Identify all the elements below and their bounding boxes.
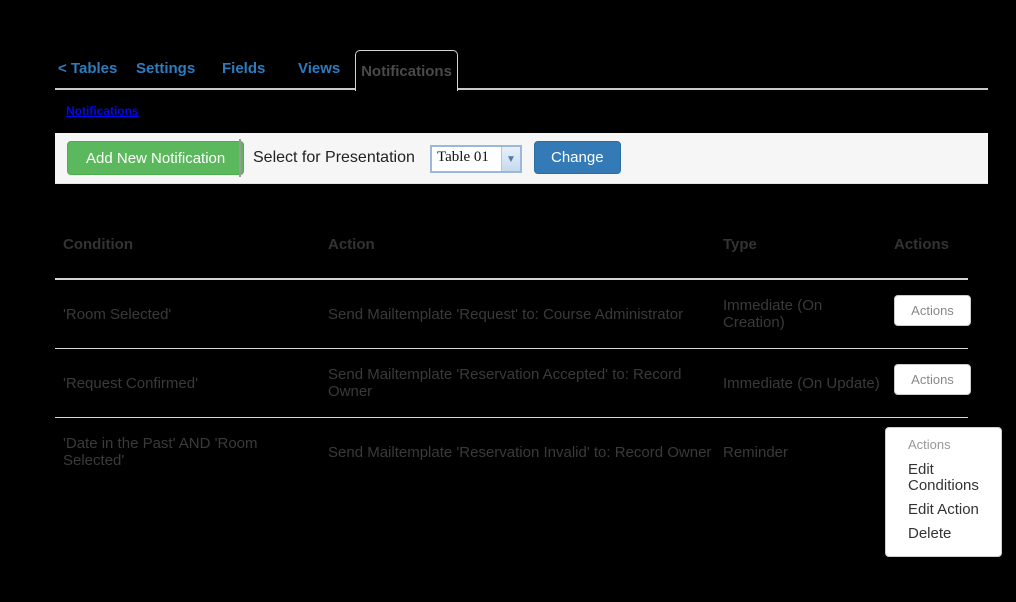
menu-item-edit-conditions[interactable]: Edit Conditions — [908, 461, 979, 494]
actions-dropdown-menu: Actions Edit Conditions Edit Action Dele… — [885, 427, 1002, 557]
column-header-action: Action — [320, 210, 715, 280]
cell-action: Send Mailtemplate 'Reservation Invalid' … — [328, 443, 712, 461]
table-row: 'Room Selected' Send Mailtemplate 'Reque… — [55, 279, 971, 349]
menu-item-edit-action[interactable]: Edit Action — [908, 501, 979, 518]
cell-type: Reminder — [723, 443, 789, 461]
cell-type: Immediate (On Creation) — [715, 279, 886, 349]
cell-condition: 'Request Confirmed' — [55, 348, 320, 418]
toolbar-divider — [239, 139, 241, 177]
breadcrumb-notifications-link[interactable]: Notifications — [66, 104, 139, 118]
change-button[interactable]: Change — [534, 141, 621, 174]
toolbar: Add New Notification Select for Presenta… — [55, 133, 988, 184]
tab-fields[interactable]: Fields — [222, 60, 266, 77]
add-new-notification-button[interactable]: Add New Notification — [67, 141, 245, 175]
table-row: 'Request Confirmed' Send Mailtemplate 'R… — [55, 348, 971, 418]
tab-back-to-tables[interactable]: < Tables — [58, 60, 118, 77]
cell-condition: 'Date in the Past' AND 'Room Selected' — [63, 435, 258, 469]
cell-action: Send Mailtemplate 'Reservation Accepted'… — [320, 348, 715, 418]
select-for-presentation-label: Select for Presentation — [253, 149, 415, 166]
tab-views[interactable]: Views — [298, 60, 341, 77]
cell-action: Send Mailtemplate 'Request' to: Course A… — [320, 279, 715, 349]
tab-notifications-active[interactable]: Notifications — [355, 50, 458, 91]
cell-condition: 'Room Selected' — [55, 279, 320, 349]
column-header-condition: Condition — [55, 210, 320, 280]
notifications-table: Condition Action Type Actions 'Room Sele… — [55, 210, 971, 487]
table-select[interactable]: Table 01 ▼ — [430, 145, 522, 173]
row-actions-button[interactable]: Actions — [894, 364, 971, 395]
tabbar-bottom-border — [55, 88, 988, 90]
table-header-row: Condition Action Type Actions — [55, 210, 968, 280]
column-header-actions: Actions — [886, 210, 968, 280]
tab-settings[interactable]: Settings — [136, 60, 196, 77]
cell-type: Immediate (On Update) — [715, 348, 886, 418]
table-row: 'Date in the Past' AND 'Room Selected' S… — [55, 418, 968, 487]
menu-item-delete[interactable]: Delete — [908, 525, 952, 542]
actions-dropdown-toggle[interactable]: Actions — [908, 437, 951, 452]
table-select-value: Table 01 — [437, 149, 489, 165]
column-header-type: Type — [715, 210, 886, 280]
row-actions-button[interactable]: Actions — [894, 295, 971, 326]
chevron-down-icon[interactable]: ▼ — [501, 147, 520, 171]
